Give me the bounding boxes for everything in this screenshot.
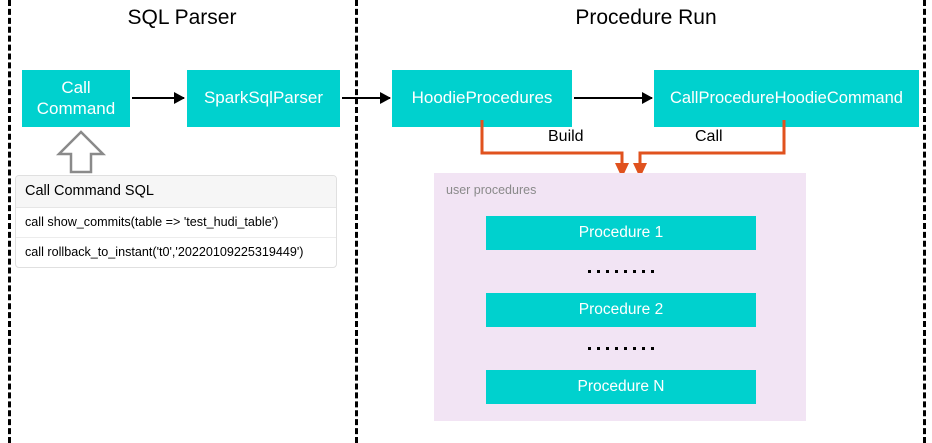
- section-title-procedure-run: Procedure Run: [575, 6, 717, 29]
- node-spark-sql-parser[interactable]: SparkSqlParser: [187, 70, 340, 127]
- arrow-right-icon-procedures-to-command: [574, 92, 653, 104]
- node-call-command-line2: Command: [36, 98, 116, 118]
- user-procedures-label: user procedures: [446, 183, 537, 197]
- call-command-sql-card: Call Command SQL call show_commits(table…: [15, 175, 337, 268]
- node-call-command-line1: Call: [61, 77, 91, 97]
- divider-mid-section: [355, 0, 358, 443]
- section-title-sql-parser: SQL Parser: [127, 6, 237, 29]
- procedure-item[interactable]: Procedure 2: [486, 293, 756, 327]
- arrow-right-icon-parser-to-procedures: [342, 92, 391, 104]
- sql-card-header: Call Command SQL: [16, 176, 336, 208]
- user-procedures-panel: user procedures Procedure 1 Procedure 2 …: [434, 173, 806, 421]
- sql-statement-row: call rollback_to_instant('t0','202201092…: [25, 245, 304, 259]
- arrow-right-icon-call-command-to-parser: [132, 92, 185, 104]
- connector-label-build: Build: [548, 128, 584, 145]
- procedure-ellipsis: [486, 254, 756, 288]
- node-hoodie-procedures[interactable]: HoodieProcedures: [392, 70, 572, 127]
- divider-right-edge: [923, 0, 926, 443]
- node-call-procedure-hoodie-command[interactable]: CallProcedureHoodieCommand: [654, 70, 919, 127]
- sql-statement-row: call show_commits(table => 'test_hudi_ta…: [16, 208, 336, 238]
- procedure-item[interactable]: Procedure N: [486, 370, 756, 404]
- node-call-command[interactable]: Call Command: [22, 70, 130, 127]
- orange-connectors-group: [480, 120, 786, 178]
- connector-label-call: Call: [695, 128, 723, 145]
- procedure-item[interactable]: Procedure 1: [486, 216, 756, 250]
- divider-left-edge: [8, 0, 11, 443]
- arrow-up-outline-icon: [55, 130, 107, 174]
- procedure-ellipsis: [486, 331, 756, 365]
